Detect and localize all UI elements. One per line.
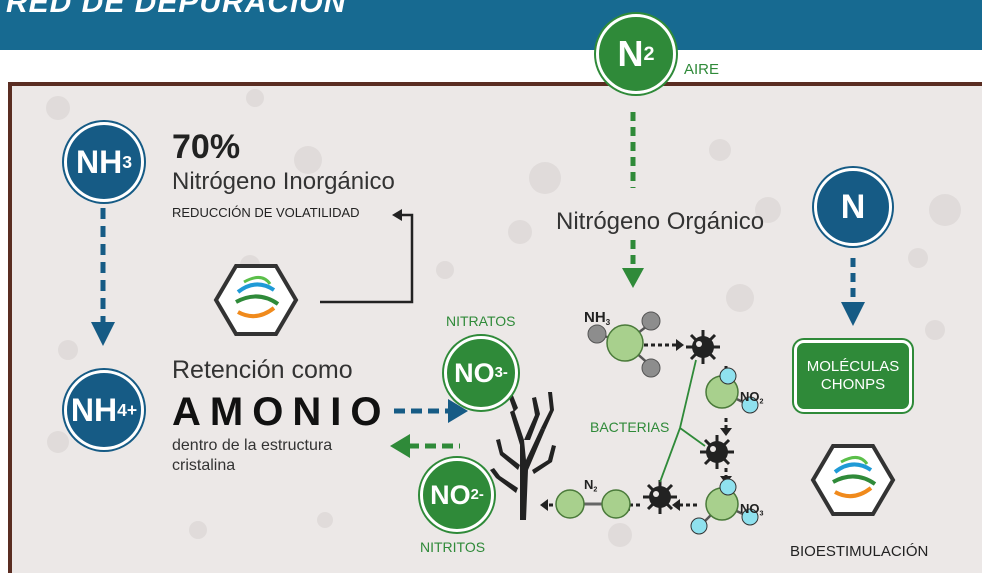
inorganic-percent: 70% <box>172 128 241 166</box>
molecule-nh3-label: NH3 <box>584 310 610 327</box>
reduction-arrow-head <box>392 209 402 221</box>
n2-sub: 2 <box>643 42 655 65</box>
inorganic-title: Nitrógeno Inorgánico <box>172 168 395 195</box>
n2-label: AIRE <box>684 61 720 78</box>
nh4-sup: + <box>126 399 138 420</box>
retention-line3: cristalina <box>172 457 236 474</box>
bio-label: BIOESTIMULACIÓN <box>790 543 929 560</box>
no3-main: NO <box>454 357 495 388</box>
no3-sub: 3- <box>494 365 508 381</box>
n2-main: N <box>617 33 644 74</box>
header-title: RED DE DEPURACIÓN <box>6 0 347 19</box>
plant-silhouette <box>490 392 556 520</box>
inorganic-subtitle: REDUCCIÓN DE VOLATILIDAD <box>172 205 360 220</box>
bacteria-pointers <box>659 359 706 483</box>
molecule-no3-sub: 3 <box>759 509 764 518</box>
molecule-no2-sub: 2 <box>759 397 764 406</box>
chonps-line2: CHONPS <box>820 376 886 393</box>
retention-line2: dentro de la estructura <box>172 437 333 454</box>
no2-sub: 2- <box>470 487 484 503</box>
bacteria-label: BACTERIAS <box>590 419 670 435</box>
reduction-connector <box>320 213 414 304</box>
no2-amonio-arrow-head <box>390 434 410 458</box>
chonps-line1: MOLÉCULAS <box>806 358 900 375</box>
molecule-no2-main: NO <box>740 389 760 404</box>
atoms <box>555 311 759 535</box>
molecule-n2-sub: 2 <box>593 485 598 494</box>
n-circle: N <box>814 168 892 246</box>
organic-molecule-arrow-head <box>622 268 644 288</box>
nh4-main: NH <box>70 391 118 428</box>
molecule-no3-main: NO <box>740 501 760 516</box>
molecule-nh3-main: NH <box>584 309 606 326</box>
molecule-n2-main: N <box>584 477 594 492</box>
amonio-no3-arrow-head <box>448 399 468 423</box>
organic-title: Nitrógeno Orgánico <box>556 208 765 235</box>
no2-main: NO <box>430 479 471 510</box>
nh4-sub: 4 <box>117 399 127 420</box>
hexagon-logo-right <box>810 444 896 516</box>
chonps-box: MOLÉCULAS CHONPS <box>794 340 912 412</box>
retention-line1: Retención como <box>172 356 353 384</box>
nh3-sub: 3 <box>122 151 132 172</box>
molecule-no2-label: NO2 <box>740 390 763 406</box>
molecule-n2-label: N2 <box>584 478 597 494</box>
n-main: N <box>840 187 866 226</box>
bacteria-icons <box>643 330 734 514</box>
header-bar <box>0 0 982 50</box>
nh3-nh4-arrow-head <box>91 322 115 346</box>
hexagon-logo-left <box>213 264 299 336</box>
no3-label: NITRATOS <box>446 313 516 329</box>
nh3-main: NH <box>75 143 123 180</box>
n-chonps-arrow-head <box>841 302 865 326</box>
molecule-no3-label: NO3 <box>740 502 763 518</box>
retention-highlight: AMONIO <box>172 390 391 434</box>
no2-label: NITRITOS <box>420 539 486 555</box>
background-dots <box>46 89 961 547</box>
molecule-nh3-sub: 3 <box>605 317 611 327</box>
